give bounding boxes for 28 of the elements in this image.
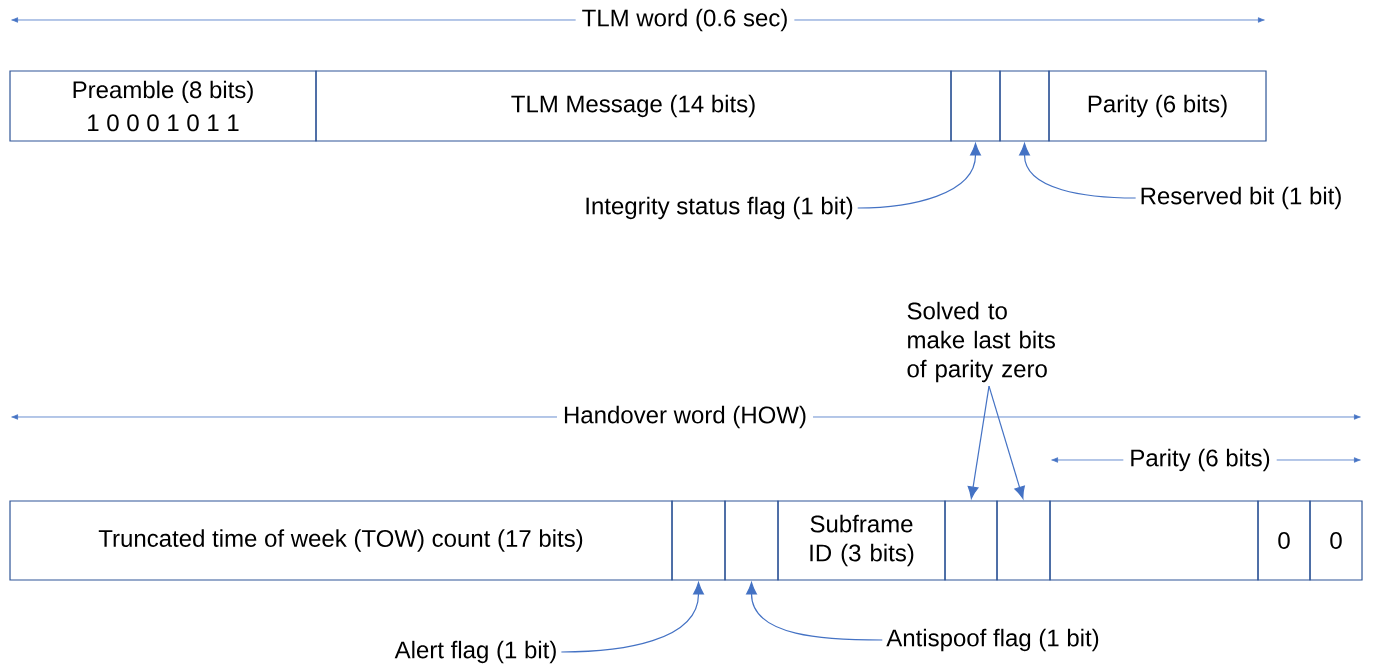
bit-box [950, 70, 1001, 142]
field-box [1049, 500, 1259, 581]
field-box: Parity (6 bits) [1048, 70, 1267, 142]
bit-box [724, 500, 779, 581]
callout-text: Reserved bit (1 bit) [1141, 186, 1341, 210]
field-box: TLM Message (14 bits) [315, 70, 952, 142]
arrow [988, 385, 1025, 499]
arrow [967, 385, 990, 499]
dimension-label: Handover word (HOW) [557, 399, 814, 435]
bit-box: 0 [1309, 500, 1363, 581]
field-box: Truncated time of week (TOW) count (17 bits) [9, 500, 673, 581]
bit-box [999, 70, 1050, 142]
field-box: Subframe ID (3 bits) [777, 500, 946, 581]
arrow [746, 582, 883, 641]
bit-box [996, 500, 1051, 581]
callout-text: Integrity status flag (1 bit) [586, 196, 853, 220]
callout-text: Alert flag (1 bit) [394, 640, 556, 664]
arrow [1019, 143, 1137, 199]
dimension-label: TLM word (0.6 sec) [575, 2, 795, 38]
note-text: Solved to make last bits of parity zero [907, 301, 1055, 383]
arrow [560, 582, 704, 653]
bit-box [944, 500, 998, 581]
callout-text: Antispoof flag (1 bit) [886, 628, 1099, 652]
arrow [857, 143, 981, 209]
bit-box [671, 500, 726, 581]
bit-box: 0 [1257, 500, 1311, 581]
field-box: Preamble (8 bits) 1 0 0 0 1 0 1 1 [9, 70, 317, 142]
dimension-label: Parity (6 bits) [1123, 442, 1277, 478]
